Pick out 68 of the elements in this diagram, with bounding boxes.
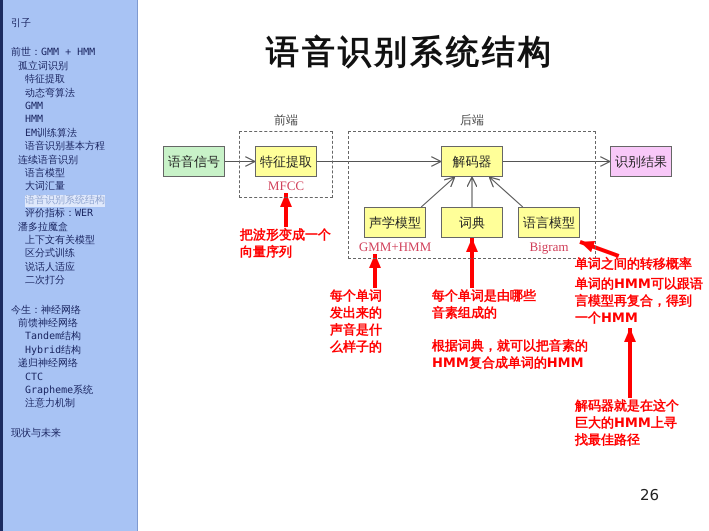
process-box [441,207,503,238]
outline-item: 孤立词识别 [18,60,68,73]
annotation-note: 单词之间的转移概率 [575,256,709,273]
dashed-group [348,112,596,259]
outline-item: 说话人适应 [25,262,75,274]
outline-item: HMM [25,114,44,126]
page-number: 26 [640,486,660,504]
outline-item: 二次打分 [25,275,65,288]
slide-title: 语音识别系统结构 [264,31,555,73]
leader-arrow [369,254,381,288]
outline-item: CTC [25,372,44,384]
model-caption: Bigram [528,239,570,254]
outline-item: 前世：GMM + HMM [11,47,96,60]
outline-item: 语音识别基本方程 [25,141,105,154]
group-title: 前端 [273,112,299,128]
annotation-note: 根据词典，就可以把音素的HMM复合成单词的HMM [432,338,589,372]
outline-item: 动态弯算法 [25,88,75,100]
outline-item: 潘多拉魔盒 [18,222,68,234]
outline-item: 上下文有关模型 [25,235,95,247]
outline-item: 特征提取 [25,74,65,86]
outline-item: 引子 [11,18,31,30]
leader-arrow [466,238,478,288]
annotation-note: 把波形变成一个向量序列 [240,227,336,261]
arrow [225,156,256,168]
box-label: 词典 [459,214,485,232]
process-box [255,146,317,193]
box-label: 声学模型 [369,214,421,232]
box-label: 语音信号 [168,154,220,170]
process-box [441,146,503,177]
leader-arrow [280,193,292,227]
arrow [466,176,478,207]
model-caption: GMM+HMM [358,239,432,254]
outline-item: 现状与未来 [11,428,61,440]
outline-item: Tandem结构 [25,331,82,344]
outline-item: EM训练算法 [25,128,78,140]
outline-item: 今生：神经网络 [11,304,81,317]
process-box [610,146,672,177]
arrow [503,156,611,168]
leader-arrow [624,328,636,398]
arrow [317,156,442,168]
annotation-note: 每个单词发出来的声音是什么样子的 [330,288,386,356]
annotation-note: 每个单词是由哪些音素组成的 [432,288,540,322]
arrow [488,176,524,208]
model-caption: MFCC [266,178,306,193]
annotation-note: 解码器就是在这个巨大的HMM上寻找最佳路径 [575,398,685,450]
box-label: 识别结果 [615,154,667,170]
outline-item: 递归神经网络 [18,358,78,370]
outline-item: 评价指标：WER [25,208,94,220]
box-label: 语言模型 [523,214,575,232]
outline-item: GMM [25,101,44,113]
box-label: 解码器 [452,154,492,170]
group-title: 后端 [459,112,485,128]
leader-arrow [579,240,620,258]
outline-item: 大词汇量 [25,181,65,194]
outline-item: 区分式训练 [25,248,75,260]
box-label: 特征提取 [260,154,312,170]
process-box [163,146,225,177]
dashed-group [239,112,333,198]
annotation-note: 单词的HMM可以跟语言模型再复合，得到一个HMM [575,276,703,328]
outline-item: 语音识别系统结构 [25,194,105,207]
outline-item: 前馈神经网络 [18,318,78,330]
outline-item: 连续语音识别 [18,154,78,167]
outline-item: Grapheme系统 [25,385,94,397]
outline-item: Hybrid结构 [25,344,82,357]
arrow [420,176,456,208]
outline-item: 注意力机制 [25,398,75,410]
process-box [518,207,580,254]
outline-item: 语言模型 [25,168,65,180]
